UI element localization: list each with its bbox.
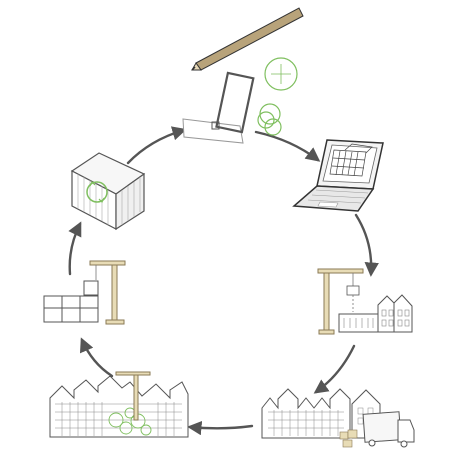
pencil-sketch-icon	[182, 7, 304, 144]
arrow-factory-to-delivery	[313, 344, 356, 394]
crane-modules-icon	[43, 260, 126, 325]
arrow-container-to-sketch	[126, 126, 187, 165]
arrow-stacking-to-container	[68, 221, 82, 276]
arrow-sketch-to-laptop	[254, 130, 321, 162]
crane-housing-icon	[49, 371, 189, 438]
crane-factory-icon	[317, 268, 413, 335]
arrow-delivery-to-assembly	[187, 420, 254, 436]
truck-housing-icon	[261, 388, 415, 448]
container-recycle-icon	[70, 152, 146, 231]
arrow-laptop-to-factory	[354, 213, 379, 277]
laptop-model-icon	[292, 139, 384, 212]
arrow-assembly-to-stacking	[79, 337, 114, 378]
cycle-arrows	[68, 126, 379, 436]
